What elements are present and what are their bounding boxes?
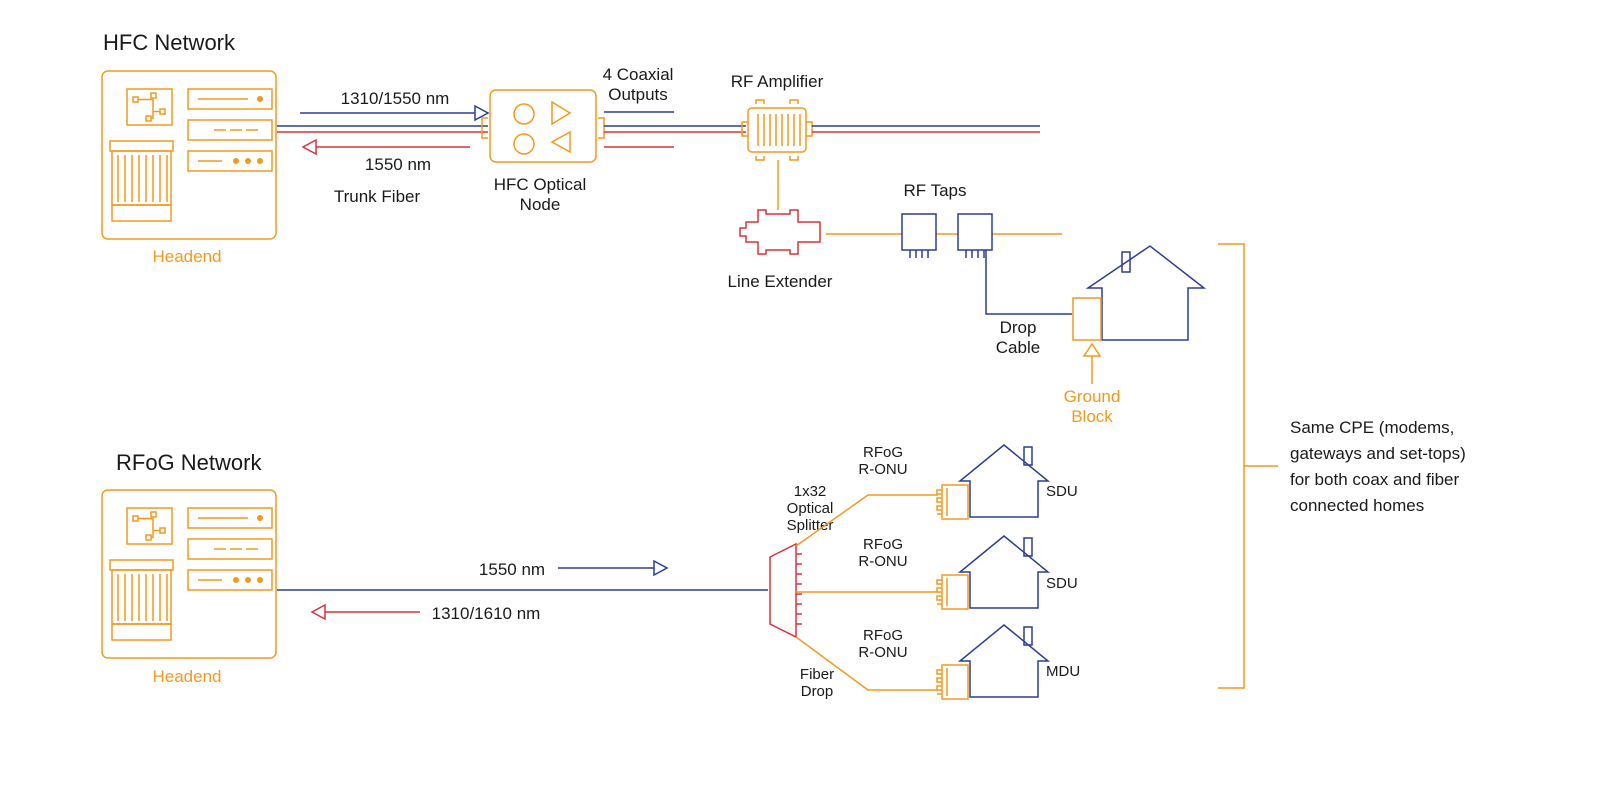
home-type-1: SDU [1046,483,1078,500]
rfog-onu-3 [936,664,969,700]
rfog-headend-label: Headend [152,667,221,686]
rfog-house-mdu [959,624,1049,698]
splitter-label-3: Splitter [787,517,834,534]
cpe-note-3: for both coax and fiber [1290,470,1460,489]
hfc-downstream-arrowhead [474,104,490,122]
rfog-onu-1 [936,484,969,520]
rf-tap-1 [901,213,937,258]
hfc-node-label-2: Node [520,195,561,214]
rfog-onu-2 [936,574,969,610]
hfc-node-label-1: HFC Optical [494,175,587,194]
onu-2-label-1: RFoG [863,536,903,553]
fiber-drop-3 [795,636,938,691]
coax-label-2: Outputs [608,85,668,104]
ground-block-label-1: Ground [1064,387,1121,406]
rfog-downstream-arrowhead [653,559,669,577]
rfog-downstream-label: 1550 nm [479,560,545,579]
hfc-downstream-label: 1310/1550 nm [341,89,450,108]
fiber-drop-1 [795,494,938,547]
onu-1-label-1: RFoG [863,444,903,461]
hfc-trunk-label: Trunk Fiber [334,187,421,206]
cpe-note-2: gateways and set-tops) [1290,444,1466,463]
rfog-upstream-arrowhead [310,603,326,621]
rfog-upstream-label: 1310/1610 nm [432,604,541,623]
line-extender [739,209,821,255]
drop-cable-label-2: Cable [996,338,1040,357]
fiber-drop-label-2: Drop [801,683,834,700]
drop-cable [985,250,1072,315]
drop-cable-label-1: Drop [1000,318,1037,337]
ground-block [1072,297,1102,384]
onu-2-label-2: R-ONU [858,553,907,570]
rfog-house-sdu-2 [959,535,1049,609]
cpe-bracket [1218,243,1278,689]
splitter-label-1: 1x32 [794,483,827,500]
rf-taps-label: RF Taps [904,181,967,200]
rfog-headend-rack [101,489,277,659]
cpe-note-4: connected homes [1290,496,1424,515]
coax-label-1: 4 Coaxial [603,65,674,84]
home-type-2: SDU [1046,575,1078,592]
rf-amplifier [741,99,813,161]
hfc-house [1085,245,1207,341]
onu-3-label-1: RFoG [863,627,903,644]
hfc-optical-node [481,89,605,163]
hfc-title: HFC Network [103,30,236,55]
line-extender-label: Line Extender [728,272,833,291]
hfc-headend-rack [101,70,277,240]
cpe-note-1: Same CPE (modems, [1290,418,1454,437]
home-type-3: MDU [1046,663,1080,680]
onu-1-label-2: R-ONU [858,461,907,478]
hfc-upstream-arrowhead [301,138,317,156]
ground-block-label-2: Block [1071,407,1113,426]
hfc-upstream-label: 1550 nm [365,155,431,174]
fiber-drop-label-1: Fiber [800,666,834,683]
rf-amplifier-label: RF Amplifier [731,72,824,91]
onu-3-label-2: R-ONU [858,644,907,661]
rfog-title: RFoG Network [116,450,262,475]
hfc-headend-label: Headend [152,247,221,266]
rf-tap-2 [957,213,993,258]
optical-splitter [769,542,802,639]
rfog-house-sdu-1 [959,444,1049,518]
splitter-label-2: Optical [787,500,834,517]
